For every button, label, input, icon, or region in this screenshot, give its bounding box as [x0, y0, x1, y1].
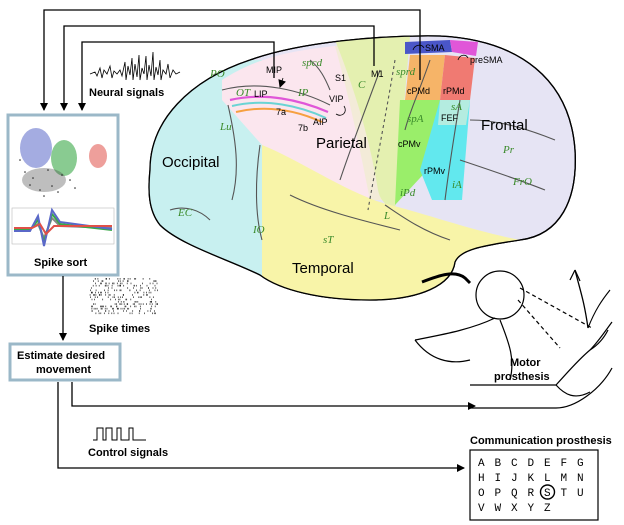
sulcus-ec: EC: [177, 207, 193, 219]
letter-cell[interactable]: H: [478, 473, 485, 485]
region-sma: [405, 40, 452, 54]
area-lip: LIP: [254, 89, 268, 99]
sma-pointer: [412, 44, 425, 51]
brain: Occipital Parietal Temporal Frontal MIP …: [148, 35, 576, 301]
letter-cell[interactable]: F: [561, 458, 568, 470]
spike-sort-label: Spike sort: [34, 257, 88, 269]
letter-cell[interactable]: O: [478, 488, 485, 500]
selected-letter-circle: [539, 484, 556, 500]
letter-cell[interactable]: J: [511, 473, 518, 485]
area-7b: 7b: [298, 123, 308, 133]
vip-pointer: [335, 105, 346, 116]
region-rpmd: [440, 55, 475, 100]
spike-sort-panel: Spike sort: [6, 113, 120, 277]
letter-cell[interactable]: U: [577, 488, 584, 500]
sulcus-ia: iA: [452, 179, 462, 191]
area-cpmd: cPMd: [407, 86, 430, 96]
monkey-figure: [414, 269, 613, 409]
sulcus-c: C: [358, 79, 366, 91]
area-presma: preSMA: [470, 55, 503, 65]
area-s1: S1: [335, 73, 346, 83]
letter-cell[interactable]: W: [495, 503, 502, 515]
region-fef: [438, 100, 470, 125]
sulcus-l: L: [383, 210, 390, 222]
region-cpmd: [405, 55, 445, 100]
estimate-box: Estimate desired movement: [8, 342, 122, 382]
sulcus-fro: FrO: [512, 176, 532, 188]
brain-outline-stroke: [148, 35, 576, 301]
letter-cell[interactable]: P: [495, 488, 502, 500]
area-sma: SMA: [425, 43, 445, 53]
sulci-lines: [169, 59, 556, 241]
occipital-label: Occipital: [162, 154, 220, 171]
area-cpmv: cPMv: [398, 139, 421, 149]
sulcus-lu: Lu: [219, 121, 232, 133]
temporal-label: Temporal: [292, 260, 354, 277]
frontal-label: Frontal: [481, 117, 528, 134]
letter-cell[interactable]: I: [495, 473, 502, 485]
motor-label-line1: Motor: [510, 357, 541, 369]
mip-arrow: [278, 77, 287, 88]
parietal-label: Parietal: [316, 135, 367, 152]
cluster-plot: [19, 128, 107, 197]
sulcus-ot: OT: [236, 87, 251, 99]
letter-cell[interactable]: Y: [528, 503, 535, 515]
letter-cell[interactable]: L: [544, 473, 551, 485]
letter-cell[interactable]: Q: [511, 488, 518, 500]
output-arrows: [57, 382, 476, 472]
communication-label: Communication prosthesis: [470, 435, 612, 447]
presma-pointer: [457, 54, 469, 61]
area-vip: VIP: [329, 94, 344, 104]
letter-cell[interactable]: R: [528, 488, 535, 500]
sulcus-sprd: sprd: [396, 66, 416, 78]
letter-cell[interactable]: N: [577, 473, 584, 485]
letter-cell[interactable]: D: [528, 458, 535, 470]
spike-times-raster: [89, 278, 158, 315]
letter-cell[interactable]: A: [478, 458, 485, 470]
sulcus-st: sT: [323, 234, 334, 246]
sulcus-sa: sA: [451, 101, 462, 113]
letter-cell[interactable]: T: [561, 488, 568, 500]
neural-signal-trace: [89, 51, 181, 81]
letter-cell[interactable]: X: [511, 503, 518, 515]
letter-cell[interactable]: C: [511, 458, 518, 470]
letter-cell[interactable]: M: [561, 473, 568, 485]
letter-cell[interactable]: E: [544, 458, 551, 470]
neural-signals-label: Neural signals: [89, 87, 164, 99]
motor-label-line2: prosthesis: [494, 371, 550, 383]
area-rpmd: rPMd: [443, 86, 465, 96]
region-presma: [450, 40, 478, 56]
letter-cell[interactable]: B: [495, 458, 502, 470]
letter-cell[interactable]: K: [528, 473, 535, 485]
spike-waveforms: [14, 207, 113, 247]
area-fef: FEF: [441, 113, 459, 123]
letter-cell[interactable]: G: [577, 458, 584, 470]
area-rpmv: rPMv: [424, 166, 445, 176]
control-signals-label: Control signals: [88, 447, 168, 459]
region-parietal: [222, 42, 385, 200]
area-m1: M1: [371, 69, 384, 79]
estimate-label-line1: Estimate desired: [17, 350, 105, 362]
spike-times-label: Spike times: [89, 323, 150, 335]
recording-lines: [40, 9, 421, 111]
sulcus-spcd: spcd: [302, 57, 323, 69]
sulcus-po: PO: [209, 68, 225, 80]
letter-cell[interactable]: S: [544, 488, 551, 500]
estimate-label-line2: movement: [36, 364, 91, 376]
sulcus-spa: spA: [407, 113, 424, 125]
sulcus-pr: Pr: [502, 144, 515, 156]
sulcus-ipd: iPd: [400, 187, 416, 199]
area-7a: 7a: [276, 107, 286, 117]
control-signals-trace: [93, 427, 146, 441]
sulcus-io: IO: [252, 224, 265, 236]
area-aip: AIP: [313, 117, 328, 127]
letter-cell[interactable]: V: [478, 503, 485, 515]
letter-cell[interactable]: Z: [544, 503, 551, 515]
sulcus-ip: IP: [297, 87, 309, 99]
